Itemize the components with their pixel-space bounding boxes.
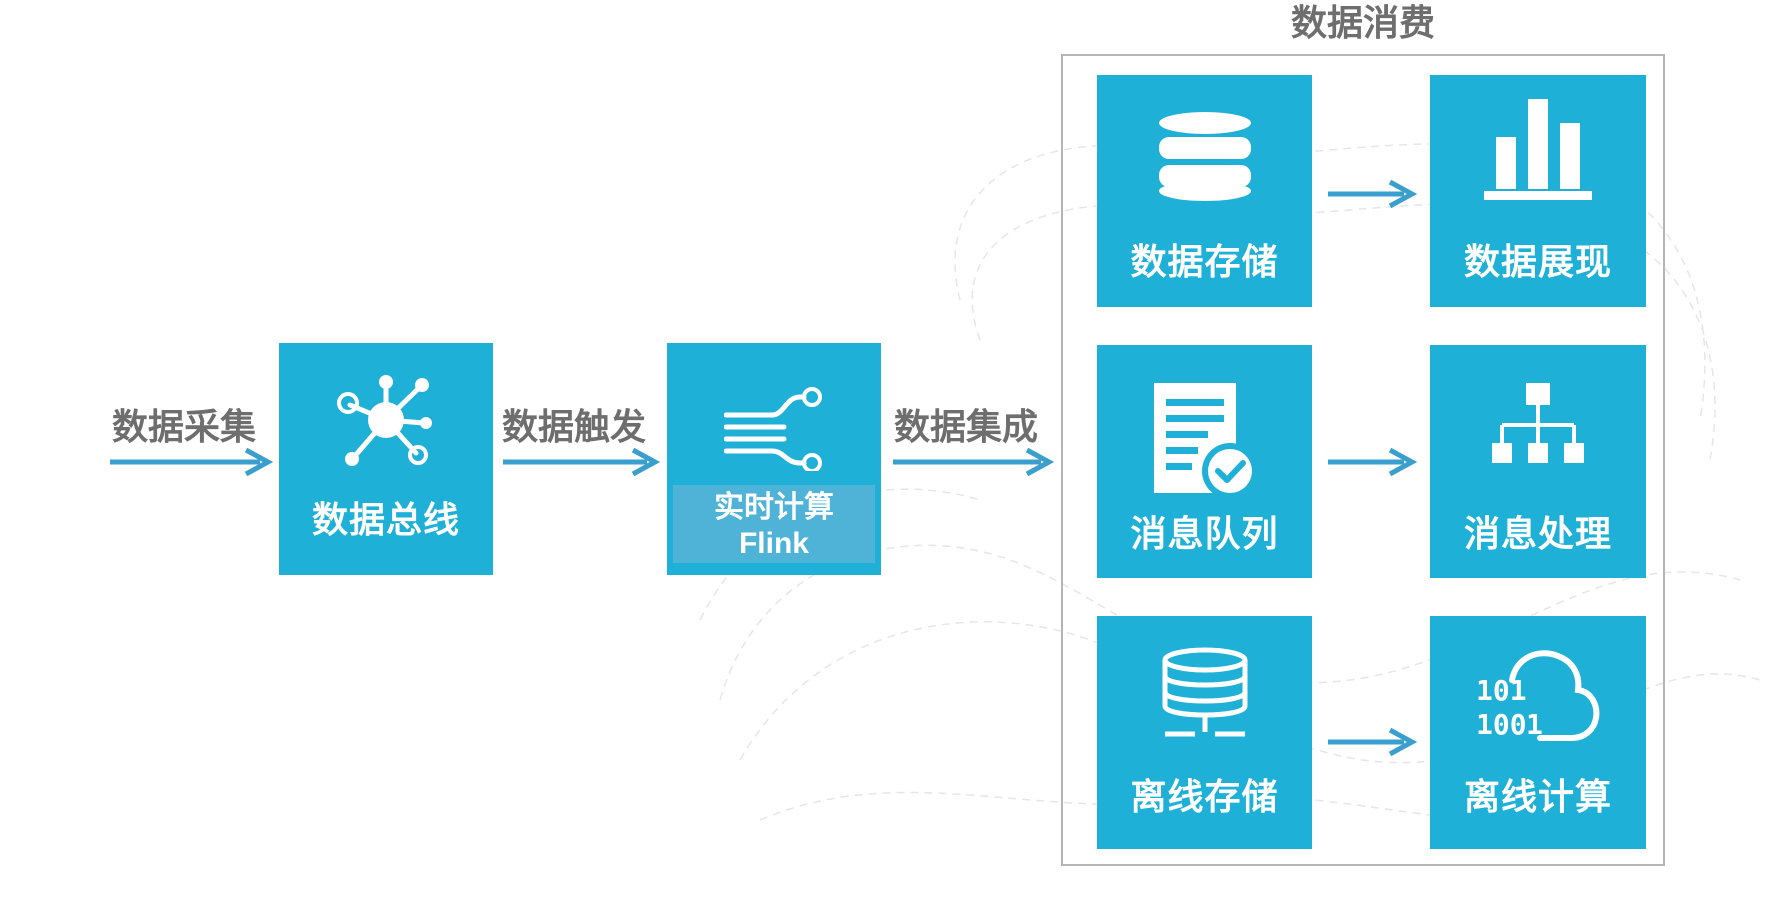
arrow-offline-storage-to-compute xyxy=(1328,728,1418,756)
arrow-integrate xyxy=(893,448,1055,476)
consume-item-message-queue: 消息队列 xyxy=(1097,345,1312,578)
consume-item-offline-storage: 离线存储 xyxy=(1097,616,1312,849)
arrow-collect xyxy=(110,448,274,476)
flow-label-integrate: 数据集成 xyxy=(894,407,1039,448)
arrow-storage-to-display xyxy=(1328,180,1418,208)
consume-frame xyxy=(1061,54,1665,866)
cloud-binary-icon: 101 100 1 xyxy=(1476,650,1600,741)
consume-item-label: 离线计算 xyxy=(1463,777,1612,818)
consume-item-label: 离线存储 xyxy=(1130,777,1279,818)
consume-item-label: 消息队列 xyxy=(1130,514,1279,555)
network-hub-icon xyxy=(337,375,432,466)
consume-item-message-processing: 消息处理 xyxy=(1430,345,1646,578)
arrow-queue-to-processing xyxy=(1328,448,1418,476)
svg-text:101: 101 xyxy=(1476,674,1527,707)
consume-item-display: 数据展现 xyxy=(1430,75,1646,307)
compute-label-line1: 实时计算 xyxy=(714,490,834,525)
consume-title: 数据消费 xyxy=(1290,3,1435,44)
consume-item-label: 数据展现 xyxy=(1463,242,1612,283)
database-outline-icon xyxy=(1162,647,1247,737)
compute-box: 实时计算 Flink xyxy=(667,343,881,575)
hierarchy-icon xyxy=(1492,383,1584,463)
svg-text:100: 100 xyxy=(1476,708,1527,741)
consume-item-offline-compute: 101 100 1 离线计算 xyxy=(1430,616,1646,849)
database-icon xyxy=(1158,112,1251,201)
compute-label-panel: 实时计算 Flink xyxy=(673,485,875,563)
arrow-trigger xyxy=(503,448,661,476)
consume-item-label: 数据存储 xyxy=(1130,242,1279,283)
consume-item-storage: 数据存储 xyxy=(1097,75,1312,307)
consume-item-label: 消息处理 xyxy=(1463,514,1612,555)
flow-label-trigger: 数据触发 xyxy=(502,407,647,448)
bus-box: 数据总线 xyxy=(279,343,493,575)
svg-text:1: 1 xyxy=(1526,708,1543,741)
compute-label-line2: Flink xyxy=(738,527,809,560)
bar-chart-icon xyxy=(1484,99,1592,200)
circuit-flow-icon xyxy=(724,387,822,471)
flow-label-collect: 数据采集 xyxy=(112,407,257,448)
document-check-icon xyxy=(1153,383,1258,499)
bus-label: 数据总线 xyxy=(311,500,460,541)
